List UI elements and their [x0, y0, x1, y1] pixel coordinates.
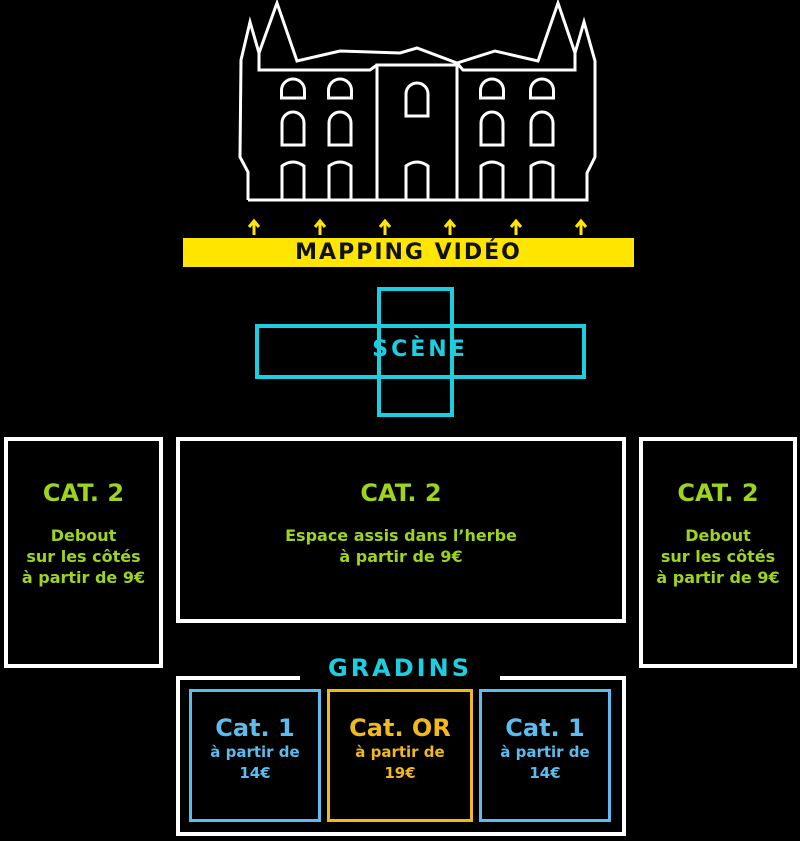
castle-window-icon: [479, 110, 505, 147]
arrow-up-icon: [509, 218, 523, 235]
zone-line: à partir de 9€: [339, 547, 463, 566]
mapping-video-banner: MAPPING VIDÉO: [183, 238, 634, 267]
stage-cross-horizontal: [255, 324, 586, 379]
arrow-up-icon: [313, 218, 327, 235]
gradins-section-cat1-left[interactable]: Cat. 1 à partir de 14€: [189, 689, 321, 822]
castle-window-icon: [327, 77, 353, 100]
zone-line: Debout: [685, 526, 751, 545]
castle-door-icon: [327, 160, 353, 200]
section-title: Cat. 1: [215, 714, 295, 742]
section-price: 19€: [384, 764, 416, 782]
castle-door-icon: [404, 160, 430, 200]
section-title: Cat. 1: [505, 714, 585, 742]
castle-door-icon: [280, 160, 306, 200]
castle-window-icon: [280, 110, 306, 147]
zone-title: CAT. 2: [42, 479, 125, 507]
stage-label: SCÈNE: [372, 337, 468, 362]
zone-center-cat2[interactable]: CAT. 2 Espace assis dans l’herbe à parti…: [176, 437, 626, 623]
castle-window-icon: [404, 81, 430, 118]
zone-title: CAT. 2: [360, 479, 442, 507]
arrow-up-icon: [574, 218, 588, 235]
zone-title: CAT. 2: [677, 479, 759, 507]
arrow-up-icon: [443, 218, 457, 235]
gradins-section-cat1-right[interactable]: Cat. 1 à partir de 14€: [479, 689, 611, 822]
stage-cross-vertical: [377, 287, 454, 417]
zone-line: sur les côtés: [660, 547, 776, 566]
section-price-label: à partir de: [210, 743, 300, 761]
castle-door-icon: [479, 160, 505, 200]
zone-right-cat2[interactable]: CAT. 2 Debout sur les côtés à partir de …: [639, 437, 797, 668]
castle-window-icon: [327, 110, 353, 147]
section-price-label: à partir de: [355, 743, 445, 761]
gradins-section-cat-or[interactable]: Cat. OR à partir de 19€: [327, 689, 473, 822]
section-title: Cat. OR: [349, 714, 451, 742]
arrow-up-icon: [247, 218, 261, 235]
stage-cross-fill: [381, 328, 450, 375]
zone-line: à partir de 9€: [656, 568, 780, 587]
castle-illustration: [238, 0, 597, 235]
section-price-label: à partir de: [500, 743, 590, 761]
section-price: 14€: [529, 764, 561, 782]
arrow-up-icon: [378, 218, 392, 235]
castle-window-icon: [529, 77, 555, 100]
section-price: 14€: [239, 764, 271, 782]
castle-door-icon: [529, 160, 555, 200]
zone-left-cat2[interactable]: CAT. 2 Debout sur les côtés à partir de …: [4, 437, 163, 668]
zone-line: à partir de 9€: [21, 568, 146, 587]
castle-window-icon: [479, 77, 505, 100]
gradins-label: GRADINS: [300, 654, 500, 682]
zone-line: Espace assis dans l’herbe: [285, 526, 517, 545]
castle-window-icon: [280, 77, 306, 100]
castle-window-icon: [529, 110, 555, 147]
zone-line: Debout: [50, 526, 117, 545]
zone-line: sur les côtés: [26, 547, 141, 566]
